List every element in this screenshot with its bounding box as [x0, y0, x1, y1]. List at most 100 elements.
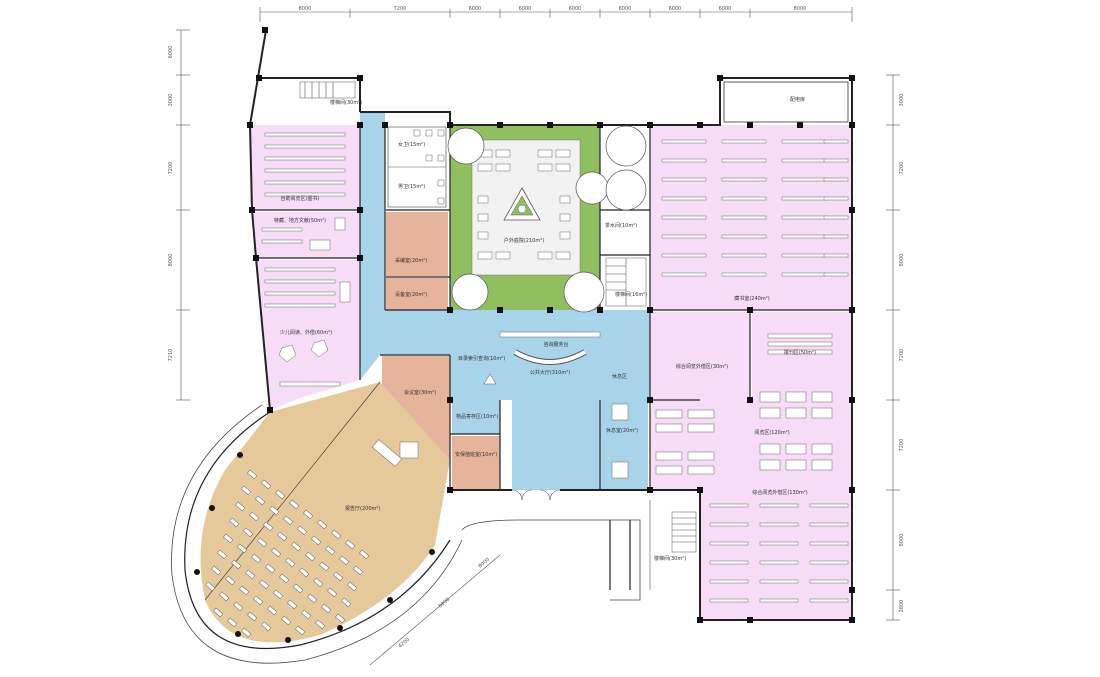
zone-integrated-lending [700, 490, 852, 620]
lecture-seat [287, 599, 298, 610]
service-desk [499, 331, 601, 365]
lecture-seat [217, 549, 228, 560]
lending-shelf [759, 522, 799, 527]
label-equipment: 设备室(20m²) [395, 291, 427, 298]
lecture-seat [233, 601, 244, 612]
lecture-seat [227, 617, 238, 628]
front-canopy [461, 519, 641, 601]
reading-table [759, 407, 781, 419]
lending-shelf [759, 503, 799, 508]
lecture-seat [341, 597, 352, 608]
lending-shelf [809, 503, 849, 508]
stack-shelf [823, 272, 849, 277]
lecture-seat [241, 485, 252, 496]
stack-shelf [781, 139, 827, 144]
stack-shelf [661, 272, 707, 277]
reading-table [759, 391, 781, 403]
lecture-seat [219, 591, 230, 602]
lecture-hall-outer-wall [184, 411, 451, 649]
lecture-seat [257, 537, 268, 548]
stack-shelf [721, 272, 767, 277]
lending-shelves [709, 503, 849, 603]
lecture-seat [231, 559, 242, 570]
lecture-seat [229, 517, 240, 528]
reading-table [687, 451, 715, 461]
top-dim-9: 8000 [794, 6, 807, 12]
lecture-seat [245, 569, 256, 580]
lending-shelf [709, 541, 749, 546]
label-stair-se: 楼梯间(30m²) [654, 555, 686, 562]
stack-shelf [781, 158, 827, 163]
lecture-seat [303, 509, 314, 520]
right-dim-3: 8000 [899, 254, 905, 267]
courtyard-trees [447, 125, 647, 313]
arc-dim-1: 4200 [397, 637, 411, 650]
catalog-kiosk [483, 373, 497, 385]
lecture-seat [243, 527, 254, 538]
top-dim-2: 7200 [394, 6, 407, 12]
lecture-seat [249, 511, 260, 522]
stack-shelf [781, 272, 827, 277]
stack-shelf [781, 177, 827, 182]
label-power-room: 配电房 [790, 96, 805, 103]
top-dim-6: 6000 [619, 6, 632, 12]
label-periodical-area: 自助阅览区(图书) [281, 195, 320, 202]
power-room [723, 81, 849, 123]
reading-table [811, 391, 833, 403]
left-dim-1: 6000 [168, 46, 174, 59]
reading-table [655, 423, 683, 433]
lecture-seat [291, 541, 302, 552]
lecture-seat [255, 495, 266, 506]
label-meeting: 会议室(30m²) [404, 389, 436, 396]
stack-shelf [721, 253, 767, 258]
lecture-seat [335, 613, 346, 624]
left-dimension-line: 6000 3000 7200 8000 7210 [168, 29, 190, 401]
label-courtyard: 户外庭院(210m²) [504, 237, 544, 244]
lecture-seat [311, 535, 322, 546]
top-dim-3: 6000 [469, 6, 482, 12]
lecture-seat [317, 519, 328, 530]
lecture-seat [261, 621, 272, 632]
lecture-seat [263, 521, 274, 532]
top-dim-1: 8000 [299, 6, 312, 12]
lecture-seat [261, 479, 272, 490]
lending-shelf [759, 560, 799, 565]
top-dim-8: 6000 [719, 6, 732, 12]
lecture-seat [331, 529, 342, 540]
lecture-seat [313, 577, 324, 588]
lecture-seat [283, 515, 294, 526]
left-dim-5: 7210 [168, 349, 174, 362]
left-dim-4: 8000 [168, 254, 174, 267]
label-stair-courtyard: 楼梯间(16m²) [615, 291, 647, 298]
lecture-seating [205, 469, 370, 638]
stack-shelf [823, 196, 849, 201]
leisure-furniture [611, 403, 629, 479]
lecture-seat [211, 565, 222, 576]
lecture-seat [247, 611, 258, 622]
zone-security [452, 436, 500, 490]
reading-table [655, 465, 683, 475]
lending-shelf [809, 598, 849, 603]
lecture-seat [305, 551, 316, 562]
lecture-seat [267, 605, 278, 616]
lecture-seat [327, 587, 338, 598]
lending-shelf [759, 598, 799, 603]
stack-shelf [661, 253, 707, 258]
label-rare-books: 特藏、地方文献(50m²) [274, 217, 326, 224]
stair-courtyard [605, 257, 647, 307]
lecture-seat [319, 561, 330, 572]
zone-newspaper [752, 312, 852, 400]
lecture-seat [205, 581, 216, 592]
lecture-seat [293, 583, 304, 594]
stack-shelf [781, 215, 827, 220]
reading-table [811, 443, 833, 455]
lecture-seat [301, 609, 312, 620]
lecture-seat [251, 553, 262, 564]
stack-shelves [661, 139, 849, 277]
toilets [387, 126, 447, 208]
reading-table [655, 409, 683, 419]
label-reading-area: 阅览区(120m²) [754, 429, 789, 436]
lending-shelf [709, 598, 749, 603]
top-dimension-line: 8000 7200 6000 6000 6000 6000 6000 6000 … [259, 6, 853, 22]
label-rest-area: 休息区 [612, 373, 627, 380]
